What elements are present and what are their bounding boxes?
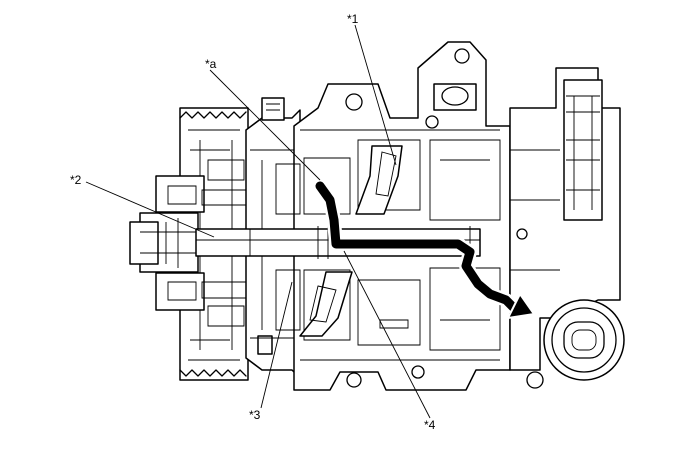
callout-a: *a	[205, 57, 217, 71]
leader-4	[343, 250, 431, 419]
rear-head	[509, 67, 621, 389]
callout-2: *2	[70, 173, 82, 187]
cylinder-body	[293, 41, 511, 391]
leader-3	[260, 281, 293, 409]
callout-4: *4	[424, 418, 436, 432]
leader-a	[209, 69, 321, 181]
arrow-head	[506, 292, 536, 320]
callout-1: *1	[347, 12, 359, 26]
oil-flow-arrow	[313, 179, 536, 320]
rear-port	[543, 299, 625, 381]
front-hub	[129, 175, 205, 311]
callout-3: *3	[249, 408, 261, 422]
leader-2	[85, 181, 215, 238]
leader-1	[354, 24, 397, 166]
swash-plate	[275, 145, 403, 337]
leader-lines	[85, 24, 431, 419]
